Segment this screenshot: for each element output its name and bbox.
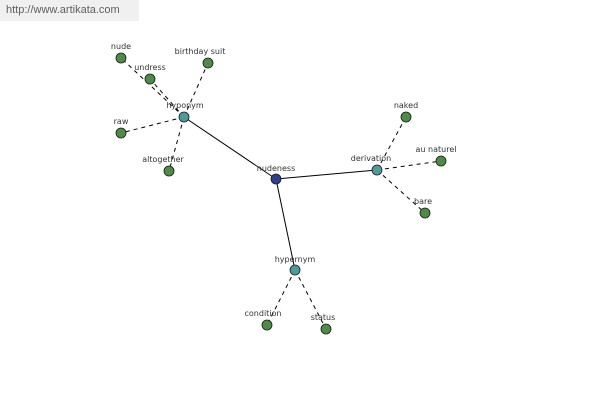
label-birthday-suit: birthday suit [175,47,226,56]
edge-rel-derivation-to-au-naturel [376,160,442,171]
node-raw[interactable] [115,127,127,139]
label-au-naturel: au naturel [416,145,457,154]
edge-center-to-rel-derivation [275,169,378,180]
node-birthday-suit[interactable] [202,57,214,69]
edge-rel-hypernym-to-condition [266,269,296,326]
edge-center-to-rel-hyponym [183,116,277,180]
node-rel-hyponym[interactable] [178,111,190,123]
node-rel-hypernym[interactable] [289,264,301,276]
node-status[interactable] [320,323,332,335]
label-rel-hypernym: hypernym [275,255,316,264]
node-altogether[interactable] [163,165,175,177]
node-undress[interactable] [144,73,156,85]
edge-rel-hyponym-to-nude [120,57,185,118]
edge-rel-hyponym-to-raw [120,116,185,134]
label-rel-derivation: derivation [351,154,391,163]
edge-rel-hypernym-to-status [294,269,327,330]
edge-rel-hyponym-to-altogether [168,116,185,172]
label-rel-hyponym: hyponym [166,101,204,110]
label-naked: naked [394,101,418,110]
graph-labels: nudeness hyponym derivation hypernym nude und… [111,42,457,322]
label-condition: condition [245,309,282,318]
node-naked[interactable] [400,111,412,123]
node-rel-derivation[interactable] [371,164,383,176]
edge-rel-hyponym-to-birthday-suit [183,62,209,118]
edge-rel-derivation-to-bare [376,169,426,214]
label-altogether: altogether [142,155,184,164]
label-bare: bare [414,197,432,206]
node-bare[interactable] [419,207,431,219]
label-raw: raw [114,117,129,126]
label-status: status [311,313,336,322]
edge-center-to-rel-hypernym [275,178,296,271]
node-center[interactable] [270,173,282,185]
node-condition[interactable] [261,319,273,331]
label-undress: undress [134,63,166,72]
label-nude: nude [111,42,131,51]
node-nude[interactable] [115,52,127,64]
edge-rel-hyponym-to-undress [149,78,185,118]
source-url[interactable]: http://www.artikata.com [0,0,139,21]
label-center: nudeness [257,164,295,173]
edge-rel-derivation-to-naked [376,116,407,171]
graph-edges [120,57,442,330]
graph-nodes [115,52,447,335]
node-au-naturel[interactable] [435,155,447,167]
